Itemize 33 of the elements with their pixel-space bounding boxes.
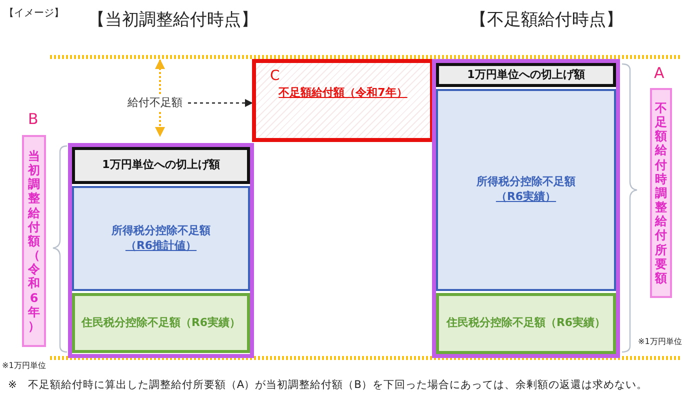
rounding-amount-box bbox=[436, 63, 616, 87]
tag-label: 【イメージ】 bbox=[4, 6, 64, 20]
category-label-box bbox=[650, 88, 672, 298]
unit-note: ※1万円単位 bbox=[638, 336, 682, 347]
unit-note: ※1万円単位 bbox=[2, 360, 46, 371]
shortfall-payment-box bbox=[252, 59, 434, 142]
category-label-box bbox=[22, 135, 46, 347]
box-text: 住民税分控除不足額（R6実績） bbox=[81, 316, 241, 330]
arrow bbox=[188, 99, 253, 107]
vertical-label: 当初調整給付額（令和6年） bbox=[28, 148, 40, 334]
footnote: ※ 不足額給付時に算出した調整給付所要額（A）が当初調整給付額（B）を下回った場合にあっては、余剰額の返還は求めない。 bbox=[8, 378, 648, 392]
income-tax-shortfall-box bbox=[72, 186, 250, 291]
box-text: 所得税分控除不足額 bbox=[476, 175, 576, 190]
resident-tax-shortfall-box bbox=[436, 293, 616, 354]
vertical-label: 不足額給付時調整給付所要額 bbox=[655, 100, 667, 286]
letter-label: B bbox=[28, 110, 38, 128]
box-text: 所得税分控除不足額 bbox=[112, 224, 210, 238]
stacked-amount-box bbox=[68, 143, 254, 358]
resident-tax-shortfall-box bbox=[72, 293, 250, 353]
box-text: （R6推計値） bbox=[125, 238, 197, 254]
stacked-amount-box bbox=[432, 59, 620, 358]
letter-label: C bbox=[270, 67, 280, 86]
rounding-amount-box bbox=[72, 147, 250, 184]
box-text: （R6実績） bbox=[496, 190, 556, 205]
shortfall-label: 給付不足額 bbox=[128, 96, 182, 110]
box-text: 1万円単位への切上げ額 bbox=[102, 158, 220, 173]
section-heading: 【当初調整給付時点】 bbox=[88, 9, 258, 31]
letter-label: A bbox=[654, 64, 664, 82]
box-text: 1万円単位への切上げ額 bbox=[467, 68, 585, 82]
section-heading: 【不足額給付時点】 bbox=[470, 9, 623, 31]
payment-label: 不足額給付額（令和7年） bbox=[278, 86, 408, 101]
box-text: 住民税分控除不足額（R6実績） bbox=[446, 316, 606, 331]
income-tax-shortfall-box bbox=[436, 89, 616, 291]
